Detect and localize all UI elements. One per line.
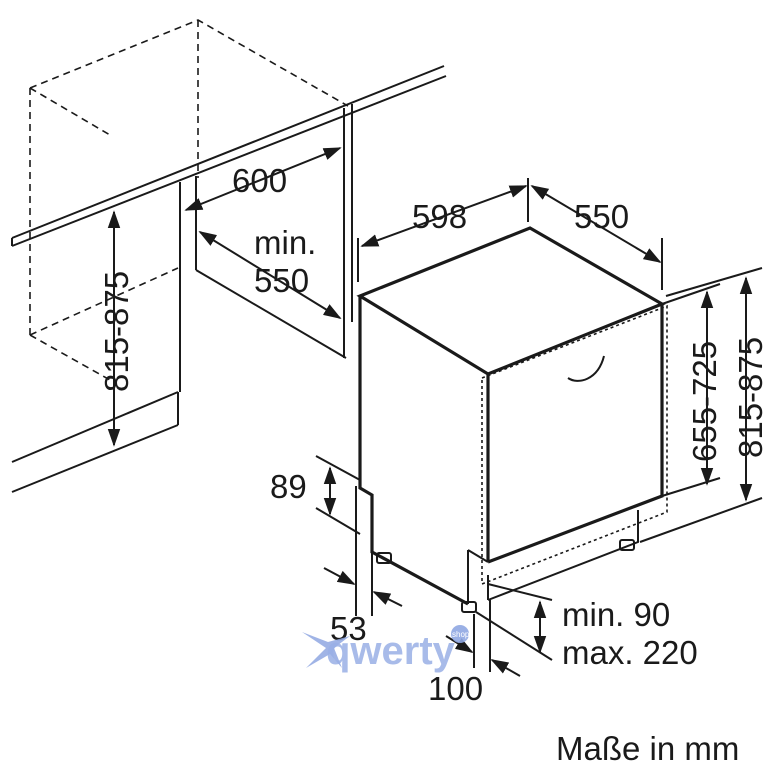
label-plinth-min: min. 90 [562,596,670,633]
dimension-height-655-725 [661,283,721,497]
dishwasher-body [356,226,666,606]
watermark: qwerty shop [302,625,470,673]
units-note: Maße in mm [556,730,739,767]
dimension-plinth-89 [315,455,361,535]
dimension-depth-550 [530,185,663,290]
dimension-plinth-height [475,583,553,661]
dimension-offset-100 [445,600,521,677]
label-height-655-725: 655-725 [686,341,723,462]
watermark-logo-icon [302,632,350,668]
worktop [11,65,447,247]
label-min: min. [254,224,316,261]
label-height-815-875: 815-875 [732,337,769,458]
dimension-depth-niche [198,231,342,319]
niche-cabinet-outline [29,19,349,381]
dimension-height-815-875 [639,267,763,543]
label-niche-depth: 550 [254,262,309,299]
dimension-offset-53 [323,486,403,616]
dimension-width-600 [184,147,342,211]
watermark-badge-icon [451,625,469,643]
label-width-600: 600 [232,162,287,199]
dishwasher-door-panel [481,304,668,586]
label-plinth-max: max. 220 [562,634,698,671]
label-plinth-89: 89 [270,468,307,505]
dimension-width-598 [357,178,529,282]
watermark-badge: shop [452,630,470,639]
dishwasher-plinth [376,510,639,613]
label-offset-100: 100 [428,670,483,707]
label-height-left: 815-875 [98,271,135,392]
label-width-598: 598 [412,198,467,235]
label-depth-550: 550 [574,198,629,235]
watermark-text: qwerty [326,629,456,673]
